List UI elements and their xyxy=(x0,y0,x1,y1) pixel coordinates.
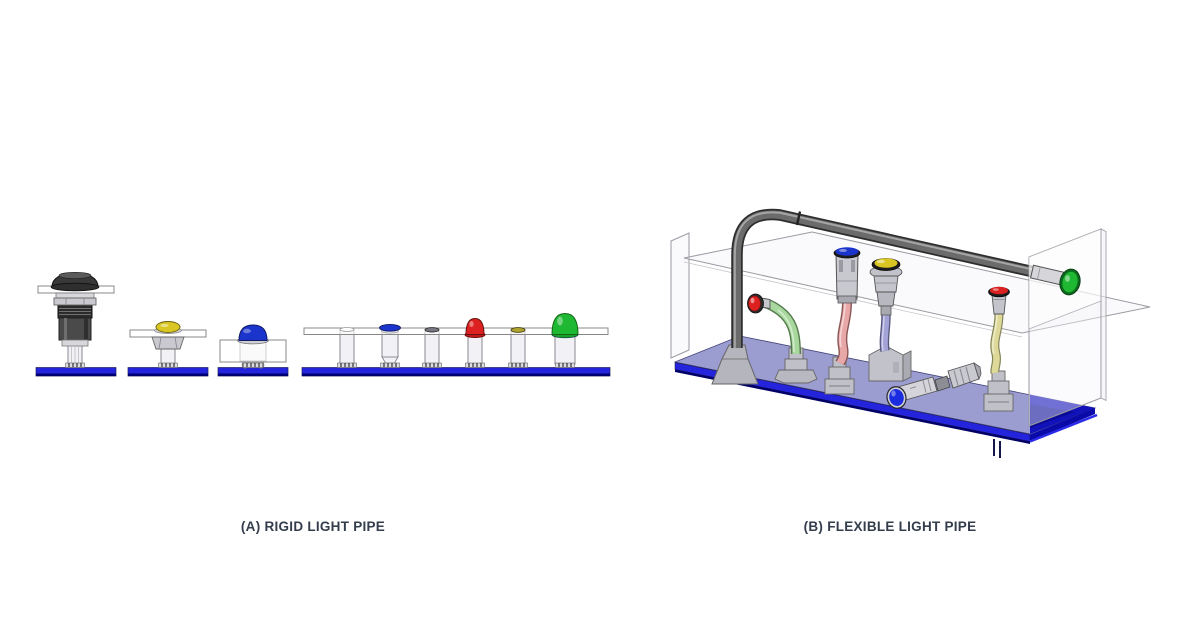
board-holder xyxy=(983,370,1014,412)
pcb-strips xyxy=(35,367,611,377)
red-cap-lens xyxy=(988,286,1010,298)
pcb-board xyxy=(673,335,1098,444)
board-light-pipe-ring-top xyxy=(421,329,443,369)
green-dome-lens xyxy=(551,312,579,339)
board-light-pipe-green-dome xyxy=(554,334,576,369)
flexible-pipe-purple-yellow-lens xyxy=(868,258,912,382)
yellow-dome-lens xyxy=(155,321,181,333)
red-dome-lens xyxy=(464,317,486,338)
board-light-pipe-blue-cap xyxy=(379,330,401,369)
board-light-pipe-flat-top xyxy=(507,330,529,369)
panel-mount-indicator-black xyxy=(37,271,115,369)
flexible-conduit-green-lens xyxy=(711,208,1036,385)
flexible-pipe-green-red-lens xyxy=(747,293,818,384)
blue-lens xyxy=(886,386,907,409)
flexible-pipe-yellow-red-cap xyxy=(983,286,1014,412)
panel-mount-light-pipe-yellow-lens xyxy=(129,321,207,369)
board-light-pipe-flush xyxy=(336,329,358,369)
component-pins xyxy=(993,439,1001,458)
olive-flat-top xyxy=(510,327,526,333)
light-pipe-tip xyxy=(67,345,83,365)
housing-block xyxy=(868,345,912,382)
dark-ring-top xyxy=(424,327,440,333)
press-fit-light-pipe-blue-dome xyxy=(219,324,287,369)
left-glass-panel xyxy=(670,232,690,359)
board-indicator-blue-lens-horizontal xyxy=(886,362,982,409)
board-light-pipe-red-dome xyxy=(464,334,486,369)
green-lens xyxy=(1059,268,1081,296)
red-lens xyxy=(747,293,764,314)
right-glass-panel xyxy=(1028,228,1107,427)
black-cap xyxy=(50,271,100,292)
indicator-body xyxy=(835,253,859,304)
flexible-pipe-pink-blue-cap xyxy=(824,247,861,395)
caption-flexible: (B) FLEXIBLE LIGHT PIPE xyxy=(803,519,977,534)
yellow-lens xyxy=(871,258,901,271)
board-light-pipe-row xyxy=(303,312,609,369)
washer xyxy=(55,292,95,299)
blue-cap-lens xyxy=(833,247,861,259)
blue-flat-cap xyxy=(379,323,401,334)
blue-dome-lens xyxy=(238,324,268,341)
hex-nut xyxy=(53,297,97,306)
hex-nut xyxy=(151,336,185,350)
front-panel-bar xyxy=(303,327,609,335)
caption-rigid: (A) RIGID LIGHT PIPE xyxy=(240,519,386,534)
rigid-light-pipe-illustration xyxy=(35,271,611,377)
flexible-light-pipe-illustration xyxy=(670,208,1151,458)
